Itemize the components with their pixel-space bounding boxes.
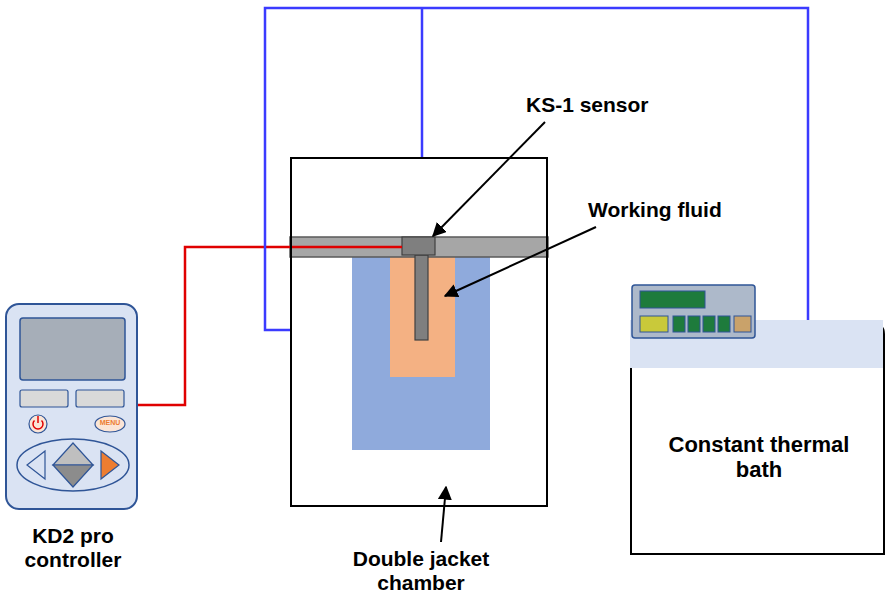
soft-key	[76, 390, 124, 407]
water-pipe	[265, 8, 808, 330]
button-label: MENU	[91, 419, 129, 427]
bath-key	[734, 316, 751, 332]
right-key	[101, 451, 119, 479]
up-key	[53, 443, 93, 465]
power-symbol	[37, 416, 39, 423]
power-button	[29, 415, 47, 433]
bath-key	[673, 316, 685, 332]
node-heading: Constant thermal bath	[654, 432, 864, 483]
sensor-cable	[290, 246, 402, 249]
pipe-branch	[421, 8, 424, 157]
node-illustration	[5, 303, 138, 510]
dpad	[17, 439, 129, 491]
down-key	[53, 465, 93, 487]
soft-key	[20, 390, 68, 407]
bath-key	[703, 316, 715, 332]
thermal-bath: Constant thermal bath	[630, 320, 885, 555]
sensor-probe	[415, 255, 428, 340]
label-holder: Working fluid	[588, 197, 722, 222]
text-holder: KD2 pro controller	[8, 524, 138, 572]
node-heading: Double jacket chamber	[341, 547, 501, 595]
label-holder: KS-1 sensor	[526, 92, 649, 117]
control-panel	[632, 285, 755, 338]
bath-display	[640, 291, 705, 308]
leader-line	[441, 487, 446, 542]
leader-line	[445, 227, 596, 296]
text-holder: Constant thermal bath	[654, 432, 864, 483]
label-holder: MENU	[91, 419, 129, 427]
leader-line	[433, 122, 545, 236]
screen	[20, 318, 125, 380]
signal-cable	[138, 247, 290, 405]
bath-key	[640, 316, 668, 332]
sensor-head	[402, 237, 435, 255]
bath-key	[718, 316, 730, 332]
left-key	[27, 451, 45, 479]
text-holder: Double jacket chamber	[341, 547, 501, 595]
node-heading: KD2 pro controller	[8, 524, 138, 572]
node-illustration	[290, 157, 548, 507]
double-jacket-chamber: Double jacket chamber	[290, 157, 548, 507]
bath-key	[688, 316, 700, 332]
controller-device: KD2 pro controller	[5, 303, 138, 510]
part-label: Working fluid	[588, 197, 722, 222]
chamber-lid	[290, 237, 548, 257]
part-label: KS-1 sensor	[526, 92, 649, 117]
